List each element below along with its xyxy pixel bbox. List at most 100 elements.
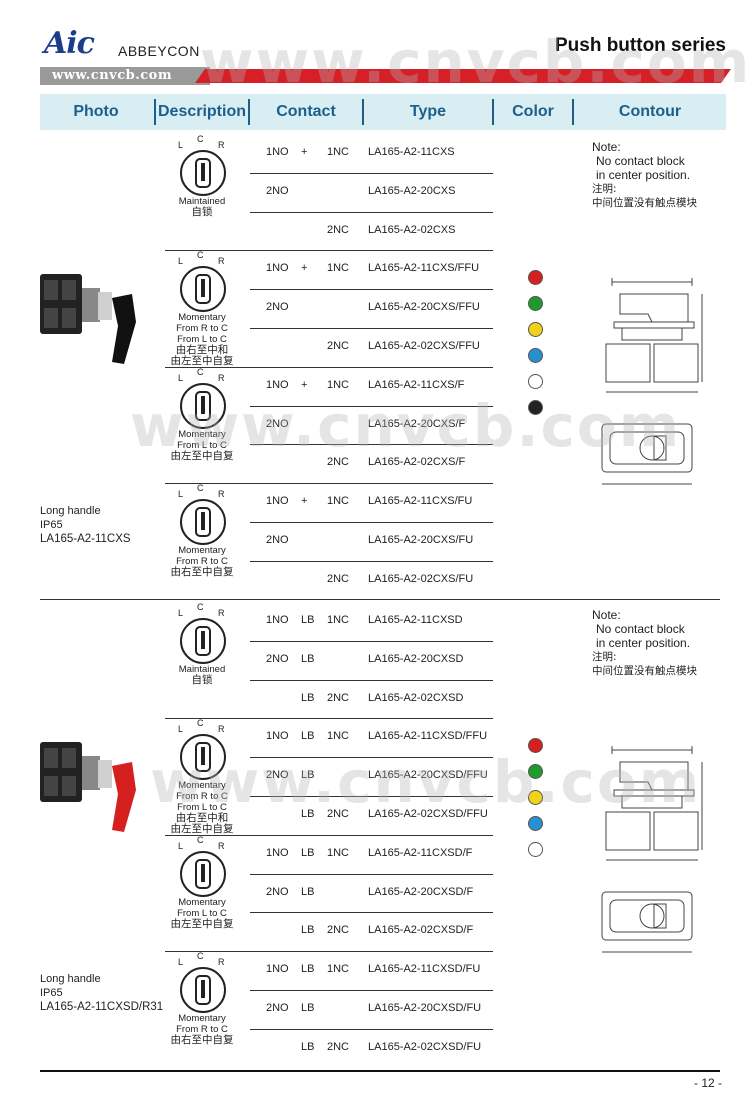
color-swatch[interactable]	[528, 348, 543, 364]
color-swatch[interactable]	[528, 400, 543, 416]
col-type: Type	[409, 103, 447, 120]
dial-label-l: L	[178, 140, 184, 150]
type-code: LA165-A2-11CXSD/FFU	[368, 730, 488, 743]
col-description: Description	[157, 103, 246, 120]
group-divider	[250, 718, 493, 720]
col-sep	[572, 99, 574, 125]
contact-nc: 1NC	[327, 495, 350, 508]
contact-no: 1NO	[266, 614, 289, 626]
photo-label-line: LA165-A2-11CXSD/R31	[40, 1001, 164, 1013]
site-url[interactable]: www.cnvcb.com	[52, 68, 173, 83]
dial-label-r: R	[218, 840, 225, 851]
group-divider	[250, 483, 493, 485]
contact-no: 2NO	[266, 184, 289, 197]
selector-dial-icon	[180, 850, 226, 897]
selector-dial-icon	[180, 618, 226, 664]
caption-line: Maintained	[178, 664, 226, 675]
color-swatch[interactable]	[528, 738, 543, 754]
contact-no: 2NO	[266, 534, 289, 546]
caption-line: From R to C	[176, 791, 228, 803]
dial-label-l: L	[178, 957, 184, 968]
contact-mid: LB	[301, 846, 315, 859]
section-divider	[40, 599, 720, 600]
brand-name: ABBEYCON	[118, 43, 200, 59]
key-slot-icon	[195, 626, 211, 656]
color-swatch[interactable]	[528, 296, 543, 312]
contact-no: 2NO	[266, 885, 289, 898]
type-code: LA165-A2-02CXS/F	[368, 456, 466, 469]
caption-line: 自锁	[191, 206, 213, 218]
dial-label-r: R	[218, 724, 225, 735]
row-divider	[250, 912, 493, 914]
caption-line: From R to C	[176, 1024, 228, 1036]
caption-line: 由右至中自复	[170, 566, 234, 579]
note-line: 注明:	[592, 183, 617, 195]
product-photo	[40, 742, 160, 852]
contact-nc: 2NC	[327, 691, 350, 704]
dial-label-c: C	[197, 834, 204, 845]
color-swatch[interactable]	[528, 270, 543, 286]
color-swatch[interactable]	[528, 764, 543, 780]
type-code: LA165-A2-02CXSD/FFU	[368, 808, 488, 820]
selector-dial-icon	[180, 499, 226, 546]
caption-line: 由右至中自复	[170, 1034, 234, 1047]
group-divider	[250, 834, 493, 836]
group-divider	[250, 951, 493, 953]
caption-line: From R to C	[176, 556, 228, 568]
dial-label-c: C	[197, 951, 204, 962]
col-sep	[154, 99, 156, 125]
key-slot-icon	[195, 507, 211, 538]
dial-label-r: R	[218, 489, 225, 500]
row-divider	[250, 211, 493, 213]
group-divider	[250, 366, 493, 368]
type-code: LA165-A2-02CXS/FFU	[368, 340, 480, 352]
caption-line: 由右至中和	[175, 344, 229, 357]
row-divider	[250, 679, 493, 681]
contact-nc: 1NC	[327, 146, 350, 158]
type-code: LA165-A2-11CXS/FFU	[368, 262, 480, 275]
color-swatch[interactable]	[528, 374, 543, 390]
type-code: LA165-A2-02CXSD/FU	[368, 1040, 482, 1053]
type-code: LA165-A2-02CXSD/F	[368, 924, 474, 937]
contact-nc: 1NC	[327, 963, 350, 976]
dial-label-r: R	[218, 608, 225, 618]
note-line: 中间位置没有触点模块	[592, 197, 697, 209]
note-line: Note:	[592, 608, 621, 622]
caption-line: From L to C	[177, 907, 227, 919]
row-divider	[250, 522, 493, 523]
color-swatch[interactable]	[528, 816, 543, 832]
selector-dial-icon	[180, 266, 226, 313]
type-code: LA165-A2-11CXSD	[368, 614, 463, 626]
watermark: www.cnvcb.com	[200, 28, 750, 96]
key-slot-icon	[195, 390, 211, 421]
color-swatch[interactable]	[528, 322, 543, 338]
selector-dial-icon	[180, 382, 226, 429]
row-divider	[250, 328, 493, 329]
selector-dial-icon	[180, 150, 226, 196]
color-swatch[interactable]	[528, 790, 543, 806]
row-divider	[250, 640, 493, 642]
contact-mid: LB	[301, 730, 315, 743]
contact-no: 2NO	[266, 417, 289, 430]
dial-label-l: L	[178, 256, 184, 267]
contact-nc: 1NC	[327, 730, 350, 743]
row-divider	[250, 560, 493, 562]
contact-no: 2NO	[266, 301, 289, 314]
color-swatch[interactable]	[528, 842, 543, 858]
caption-line: From L to C	[177, 802, 227, 814]
contact-nc: 2NC	[327, 223, 350, 236]
type-code: LA165-A2-20CXS	[368, 184, 456, 197]
contact-no: 2NO	[266, 1002, 289, 1014]
type-code: LA165-A2-11CXS/FU	[368, 495, 473, 508]
contact-mid: LB	[301, 614, 315, 626]
photo-label-line: Long handle	[40, 505, 101, 517]
contact-nc: 2NC	[327, 572, 350, 585]
contact-nc: 2NC	[327, 924, 350, 937]
contact-nc: 2NC	[327, 456, 350, 469]
